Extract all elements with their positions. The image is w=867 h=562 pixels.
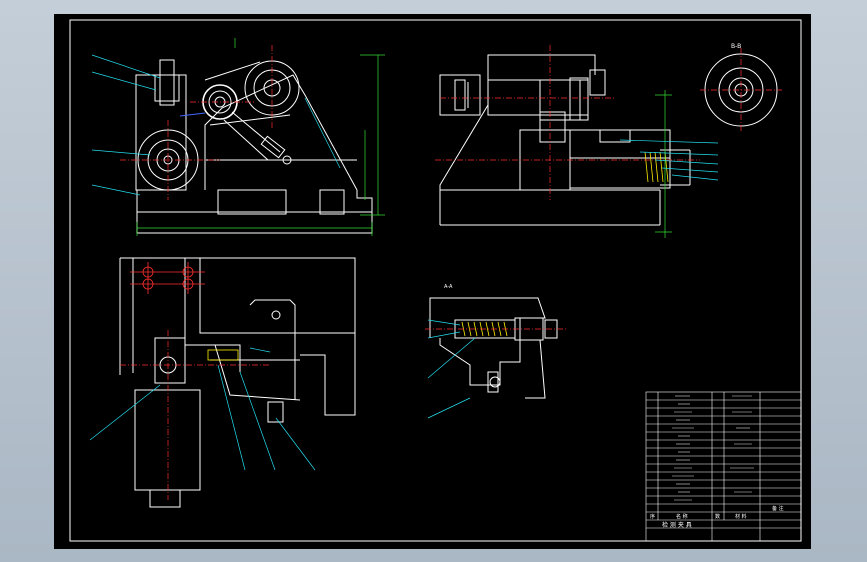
title-block: 序 名 称 数 材 料 备 注 检 测 夹 具 bbox=[645, 391, 802, 542]
section-label-b: B-B bbox=[731, 43, 741, 50]
bolt-holes bbox=[130, 262, 205, 294]
drawing-canvas: B-B bbox=[69, 19, 802, 542]
side-view bbox=[435, 45, 719, 238]
front-view bbox=[91, 38, 385, 236]
title-block-col-2: 名 称 bbox=[676, 513, 688, 520]
drawing-sheet: B-B bbox=[54, 14, 811, 549]
top-view bbox=[89, 257, 356, 508]
drawing-name: 检 测 夹 具 bbox=[662, 521, 692, 529]
section-b-b: B-B bbox=[700, 43, 782, 132]
section-a-a: A-A bbox=[425, 284, 568, 419]
section-label-a: A-A bbox=[444, 284, 453, 290]
title-block-col-4: 材 料 bbox=[735, 513, 747, 520]
title-block-col-5: 备 注 bbox=[772, 505, 784, 512]
title-block-col-3: 数 bbox=[715, 513, 720, 520]
title-block-col-1: 序 bbox=[650, 513, 655, 520]
drawing-frame bbox=[69, 19, 802, 542]
